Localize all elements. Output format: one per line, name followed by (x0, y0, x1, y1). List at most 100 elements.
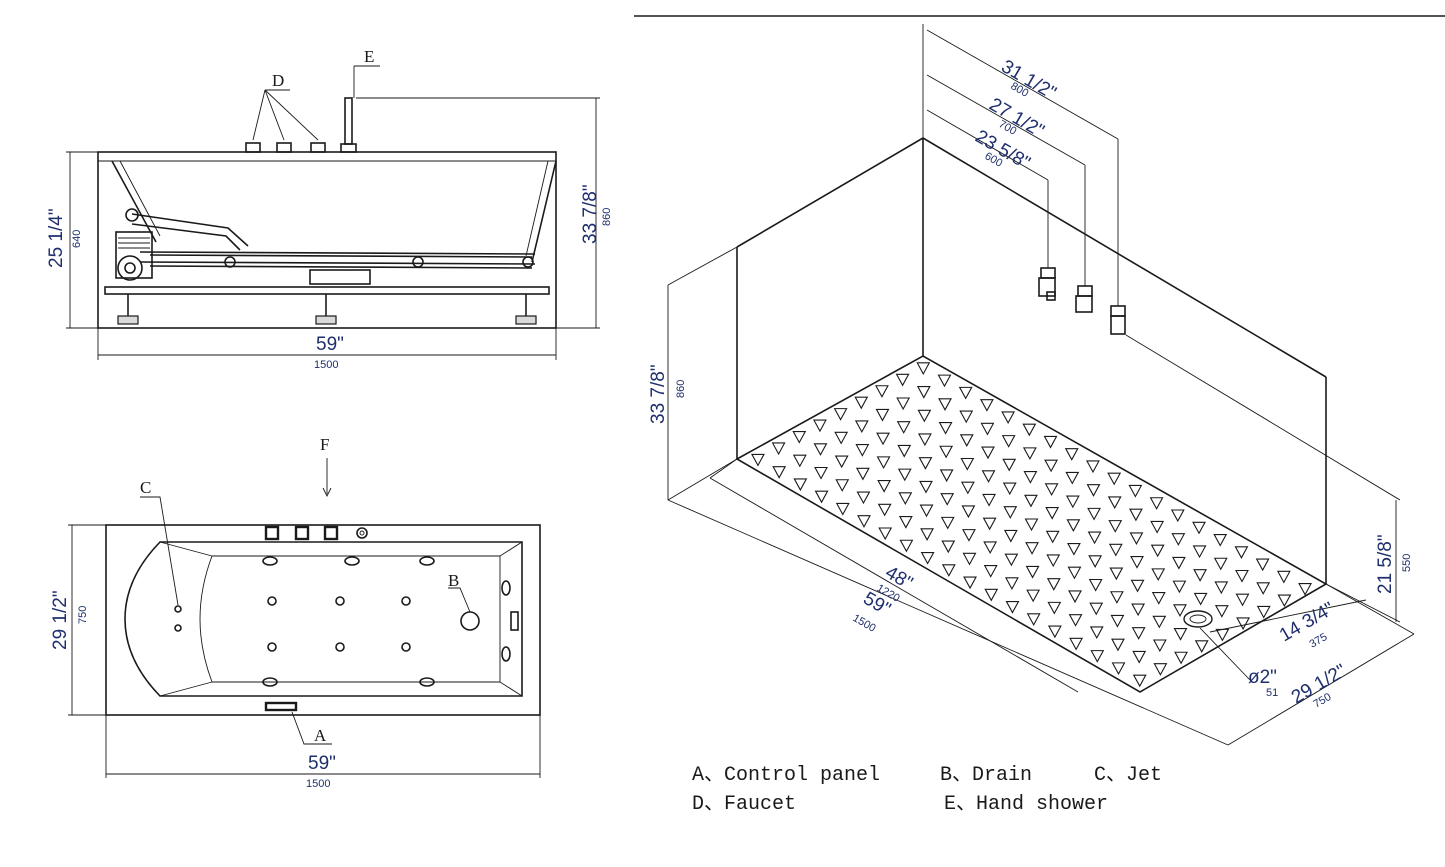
floor-triangle (1173, 604, 1187, 617)
floor-triangle (1109, 591, 1124, 604)
floor-triangle (1129, 532, 1144, 546)
drain-offset-mm: 375 (1308, 631, 1330, 651)
floor-triangle (959, 434, 974, 447)
floor-triangle (1192, 521, 1206, 535)
top-length-inch: 59" (308, 753, 336, 774)
floor-triangle (1045, 507, 1060, 520)
callout-d-side: D (272, 71, 284, 90)
floor-triangle (1132, 674, 1147, 688)
floor-triangle (1152, 615, 1167, 629)
floor-triangle (1256, 582, 1271, 595)
floor-triangle (814, 466, 828, 480)
floor-triangle (983, 565, 998, 578)
floor-triangle (1047, 625, 1062, 639)
floor-triangle (1173, 627, 1188, 641)
legend-b: B、Drain (940, 764, 1032, 787)
floor-triangle (854, 420, 869, 434)
floor-triangle (940, 493, 955, 506)
floor-triangle (1067, 566, 1082, 580)
floor-triangle (1128, 484, 1143, 498)
legend-e: E、Hand shower (944, 793, 1108, 816)
floor-triangle (1087, 531, 1102, 545)
side-faucets (245, 142, 326, 153)
callout-c-top: C (140, 478, 151, 497)
floor-triangle (941, 540, 956, 554)
side-legs (117, 294, 537, 325)
floor-triangle (1026, 589, 1041, 603)
side-inner-wall-left (111, 160, 157, 243)
floor-triangle (1087, 507, 1101, 521)
floor-triangle (1171, 556, 1186, 570)
floor-triangle (1003, 506, 1018, 519)
top-faucets (264, 525, 368, 541)
floor-triangle (981, 446, 995, 460)
floor-triangle (1150, 544, 1165, 558)
floor-triangle (1131, 627, 1146, 640)
floor-triangle (979, 399, 994, 412)
floor-triangle (1150, 520, 1165, 534)
floor-triangle (1193, 592, 1208, 606)
floor-triangle (1214, 581, 1229, 595)
floor-triangle (772, 466, 787, 479)
floor-triangle (1066, 519, 1081, 532)
floor-triangle (1044, 483, 1059, 496)
floor-triangle (958, 386, 973, 400)
callout-b-top: B (448, 571, 459, 590)
floor-triangle (960, 457, 975, 471)
floor-triangle (896, 397, 911, 411)
floor-triangle (917, 433, 932, 447)
floor-triangle (920, 528, 935, 541)
floor-triangle (1128, 508, 1143, 522)
floor-triangle (962, 552, 977, 566)
floor-triangle (1194, 640, 1209, 653)
floor-pattern (751, 362, 1312, 688)
floor-triangle (919, 504, 934, 518)
floor-triangle (1107, 472, 1122, 486)
floor-triangle (878, 527, 893, 541)
floor-triangle (1111, 662, 1126, 676)
floor-triangle (897, 468, 912, 482)
floor-triangle (1044, 459, 1059, 473)
floor-triangle (1004, 577, 1019, 591)
floor-triangle (854, 396, 869, 410)
floor-triangle (960, 481, 975, 495)
floor-triangle (835, 479, 850, 492)
floor-triangle (1235, 593, 1250, 607)
top-width-mm: 750 (77, 606, 89, 624)
floor-triangle (877, 480, 892, 493)
floor-triangle (918, 457, 933, 470)
drain-diameter-mm: 51 (1266, 687, 1278, 699)
floor-triangle (939, 445, 954, 459)
floor-triangle (1002, 458, 1017, 472)
floor-triangle (1109, 567, 1124, 581)
floor-triangle (1256, 605, 1271, 619)
floor-triangle (917, 409, 932, 423)
top-jets (174, 556, 519, 687)
floor-triangle (1001, 411, 1016, 425)
top-drain (460, 611, 480, 631)
side-hand-shower (344, 97, 353, 145)
floor-triangle (814, 490, 829, 504)
floor-triangle (1089, 626, 1104, 640)
floor-triangle (939, 469, 954, 483)
side-length-mm: 1500 (314, 359, 338, 371)
legend-d: D、Faucet (692, 793, 796, 816)
floor-triangle (895, 373, 910, 387)
side-tub-body (97, 151, 557, 329)
floor-triangle (1069, 637, 1084, 651)
floor-triangle (920, 551, 935, 565)
floor-triangle (1026, 613, 1041, 626)
floor-triangle (875, 408, 890, 422)
floor-triangle (961, 505, 976, 519)
floor-triangle (962, 529, 976, 542)
floor-triangle (1088, 578, 1103, 592)
floor-triangle (1235, 569, 1249, 583)
floor-triangle (835, 502, 850, 516)
floor-triangle (1255, 558, 1270, 572)
floor-triangle (813, 443, 828, 456)
floor-triangle (793, 478, 808, 492)
floor-triangle (982, 517, 997, 531)
floor-triangle (1047, 601, 1062, 615)
floor-triangle (1170, 509, 1185, 523)
floor-triangle (981, 470, 996, 483)
